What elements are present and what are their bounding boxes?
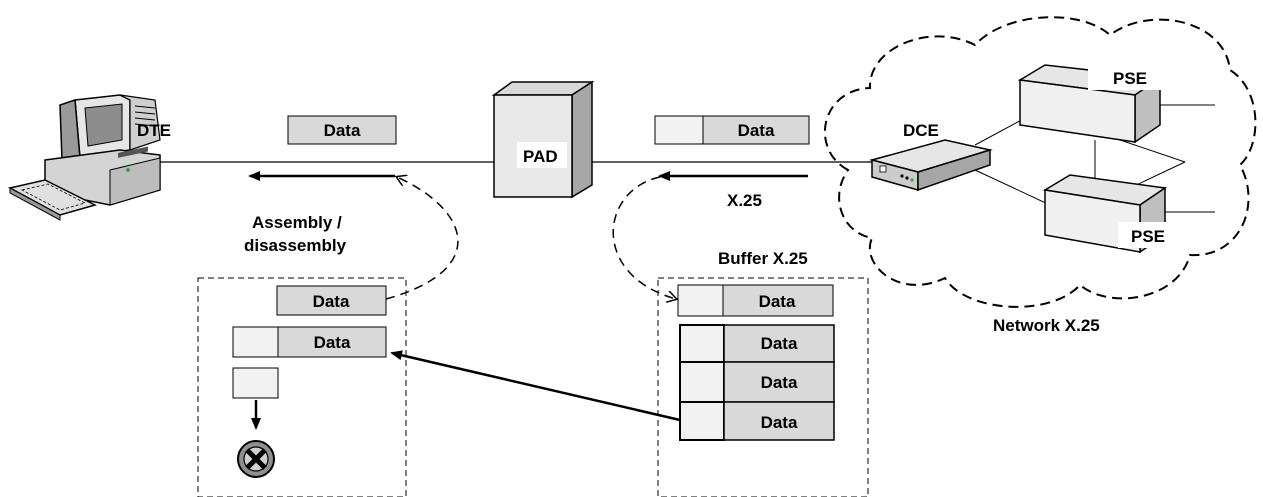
pse-top-label-bg — [1088, 66, 1166, 90]
assembly-box — [197, 277, 407, 497]
svg-text:Data: Data — [314, 333, 351, 352]
pse-bottom-label: PSE — [1131, 227, 1165, 246]
x25-label: X.25 — [727, 191, 762, 210]
svg-text:Data: Data — [324, 121, 361, 140]
pad-server-icon — [491, 80, 595, 199]
dce-modem-icon — [869, 139, 993, 192]
svg-text:Data: Data — [761, 373, 798, 392]
assembly-top-packet: Data — [276, 285, 387, 316]
svg-text:Data: Data — [738, 121, 775, 140]
svg-text:Data: Data — [313, 292, 350, 311]
network-label: Network X.25 — [993, 316, 1100, 335]
svg-text:Data: Data — [761, 413, 798, 432]
pad-label: PAD — [523, 147, 558, 166]
dte-label: DTE — [137, 121, 171, 140]
assembly-label-line1: Assembly / — [252, 213, 342, 232]
dce-label: DCE — [903, 121, 939, 140]
buffer-packet-3: Data — [679, 361, 835, 403]
buffer-box — [657, 277, 869, 497]
pad-link-packet: Data — [654, 115, 810, 145]
buffer-label: Buffer X.25 — [718, 249, 808, 268]
buffer-packet-4: Data — [679, 401, 835, 441]
buffer-packet-1: Data — [677, 284, 834, 317]
discard-icon — [237, 440, 275, 478]
svg-text:Data: Data — [761, 334, 798, 353]
transfer-arrow — [390, 350, 681, 422]
assembly-mid-packet: Data — [232, 326, 387, 358]
pse-bottom-label-bg — [1118, 222, 1178, 248]
assembly-curve-arrow — [385, 177, 459, 300]
buffer-packet-2: Data — [679, 324, 835, 363]
pse-top-label: PSE — [1113, 69, 1147, 88]
buffer-curve-arrow — [612, 176, 676, 299]
assembly-label-line2: disassembly — [244, 236, 347, 255]
stripped-header — [232, 367, 279, 399]
svg-text:Data: Data — [759, 292, 796, 311]
dte-computer-icon — [7, 94, 161, 221]
dte-link-packet: Data — [287, 115, 397, 145]
network-cloud — [824, 16, 1257, 308]
pad-label-bg — [517, 142, 567, 168]
